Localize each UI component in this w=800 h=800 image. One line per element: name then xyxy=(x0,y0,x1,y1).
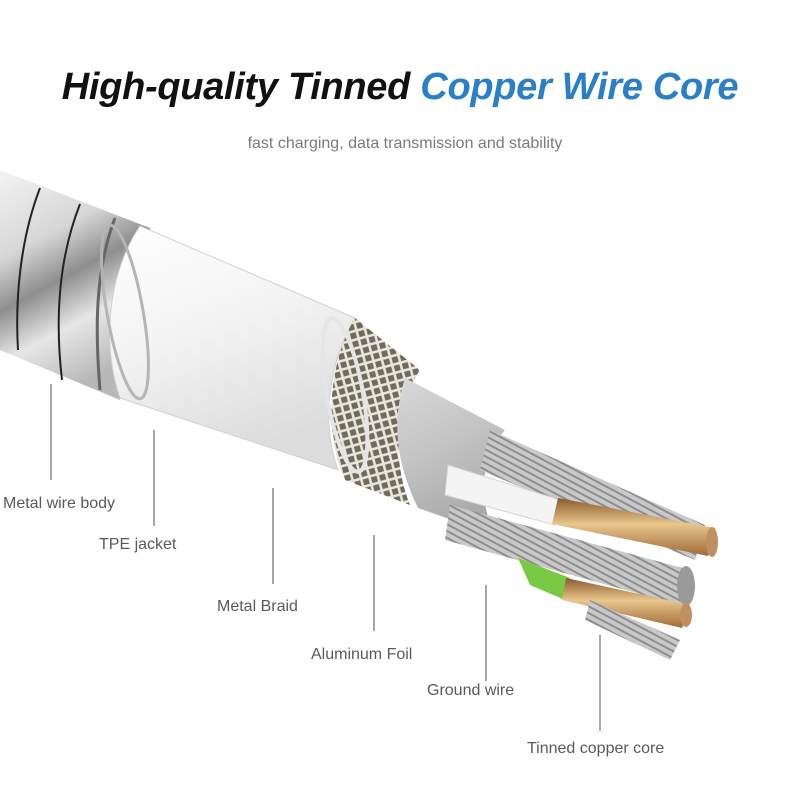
leader-line-metal-braid xyxy=(272,488,274,584)
leader-line-tpe-jacket xyxy=(153,430,155,526)
leader-line-metal-wire-body xyxy=(50,384,52,480)
label-metal-wire-body: Metal wire body xyxy=(3,495,116,512)
label-ground-wire: Ground wire xyxy=(427,682,515,699)
inner-conductors xyxy=(444,430,718,660)
label-metal-braid: Metal Braid xyxy=(217,598,298,615)
label-aluminum-foil: Aluminum Foil xyxy=(311,646,413,663)
label-tpe-jacket: TPE jacket xyxy=(99,536,177,553)
headline-dark: High-quality Tinned xyxy=(61,66,411,108)
label-tinned-copper-core: Tinned copper core xyxy=(527,740,665,757)
tpe-jacket-shape xyxy=(109,225,356,471)
headline-blue: Copper Wire Core xyxy=(420,66,739,108)
leader-line-tinned-copper-core xyxy=(599,635,601,731)
leader-line-ground-wire xyxy=(485,585,487,681)
metal-braid-shape xyxy=(331,318,420,505)
leader-line-aluminum-foil xyxy=(373,535,375,631)
subtitle: fast charging, data transmission and sta… xyxy=(247,135,563,152)
headline: High-quality Tinned Copper Wire Core xyxy=(0,66,800,109)
ground-wire-insulation xyxy=(518,558,570,600)
